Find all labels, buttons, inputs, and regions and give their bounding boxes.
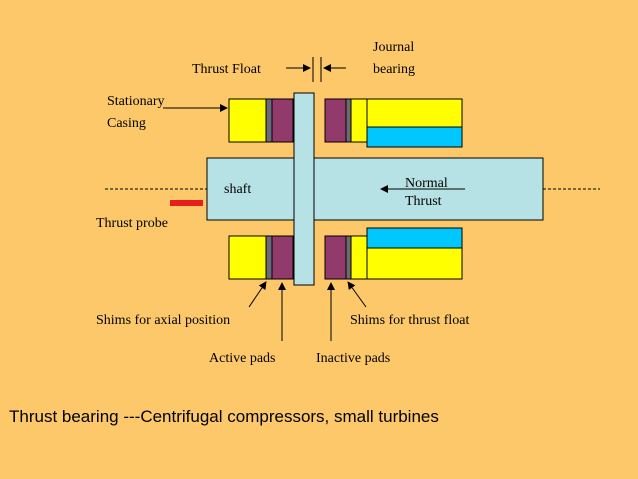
thrust-collar bbox=[293, 92, 315, 286]
label-active-pads: Active pads bbox=[209, 351, 275, 366]
lower-journal-housing bbox=[366, 247, 463, 280]
shaft bbox=[206, 157, 544, 221]
lower-journal-bearing bbox=[366, 227, 463, 249]
upper-inactive-yellow-pad bbox=[350, 98, 368, 143]
label-shims-axial: Shims for axial position bbox=[96, 313, 230, 328]
label-stationary-line1: Stationary bbox=[107, 94, 165, 109]
shims-axial-pointer bbox=[248, 281, 267, 308]
upper-active-yellow-pad bbox=[228, 98, 267, 143]
upper-journal-bearing bbox=[366, 126, 463, 148]
lower-active-yellow-pad bbox=[228, 235, 267, 280]
label-shaft: shaft bbox=[224, 182, 251, 197]
label-journal-line1: Journal bbox=[373, 40, 414, 55]
label-shims-float: Shims for thrust float bbox=[350, 313, 469, 328]
shims-float-pointer bbox=[347, 281, 367, 308]
label-normal-line2: Thrust bbox=[405, 194, 442, 209]
label-normal-line1: Normal bbox=[405, 176, 448, 191]
lower-inactive-shim bbox=[345, 235, 352, 280]
lower-active-pad bbox=[271, 235, 294, 280]
thrust-probe bbox=[170, 200, 203, 206]
lower-inactive-pad bbox=[324, 235, 347, 280]
upper-inactive-shim bbox=[345, 98, 352, 143]
upper-active-shim bbox=[265, 98, 273, 143]
label-thrust-float: Thrust Float bbox=[192, 62, 261, 77]
label-stationary-line2: Casing bbox=[107, 116, 146, 131]
caption: Thrust bearing ---Centrifugal compressor… bbox=[9, 407, 439, 426]
label-inactive-pads: Inactive pads bbox=[316, 351, 390, 366]
label-journal-line2: bearing bbox=[373, 62, 415, 77]
upper-inactive-pad bbox=[324, 98, 347, 143]
label-thrust-probe: Thrust probe bbox=[96, 216, 168, 231]
lower-inactive-yellow-pad bbox=[350, 235, 368, 280]
upper-journal-housing bbox=[366, 98, 463, 128]
upper-active-pad bbox=[271, 98, 294, 143]
lower-active-shim bbox=[265, 235, 273, 280]
